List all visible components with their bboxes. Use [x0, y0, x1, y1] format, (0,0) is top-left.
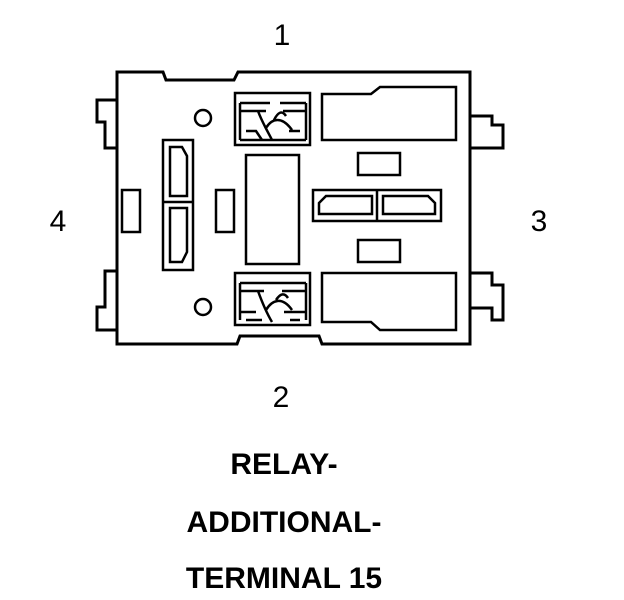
caption-line-2: ADDITIONAL-: [187, 506, 382, 539]
bottom-right-terminal: [320, 271, 458, 332]
lower-small-slot: [356, 238, 402, 264]
terminal-3: [311, 188, 443, 223]
coil-body: [244, 153, 301, 266]
top-locator-hole: [193, 108, 213, 128]
right-bottom-clip: [470, 271, 505, 322]
caption-line-1: RELAY-: [230, 448, 337, 481]
right-top-clip: [470, 114, 505, 150]
center-left-slot: [214, 188, 236, 234]
pin-label-1: 1: [274, 19, 291, 52]
caption-line-3: TERMINAL 15: [186, 562, 382, 595]
left-slot: [120, 188, 142, 234]
left-top-clip: [95, 98, 117, 150]
terminal-2: [233, 271, 312, 327]
bottom-locator-hole: [193, 297, 213, 317]
pin-label-2: 2: [273, 381, 290, 414]
pin-label-3: 3: [531, 205, 548, 238]
relay-housing-outline: [115, 70, 472, 346]
left-bottom-clip: [95, 269, 117, 332]
top-right-terminal: [320, 85, 458, 142]
terminal-4: [161, 138, 195, 272]
upper-small-slot: [356, 151, 402, 177]
terminal-1: [233, 91, 312, 147]
pin-label-4: 4: [50, 205, 67, 238]
